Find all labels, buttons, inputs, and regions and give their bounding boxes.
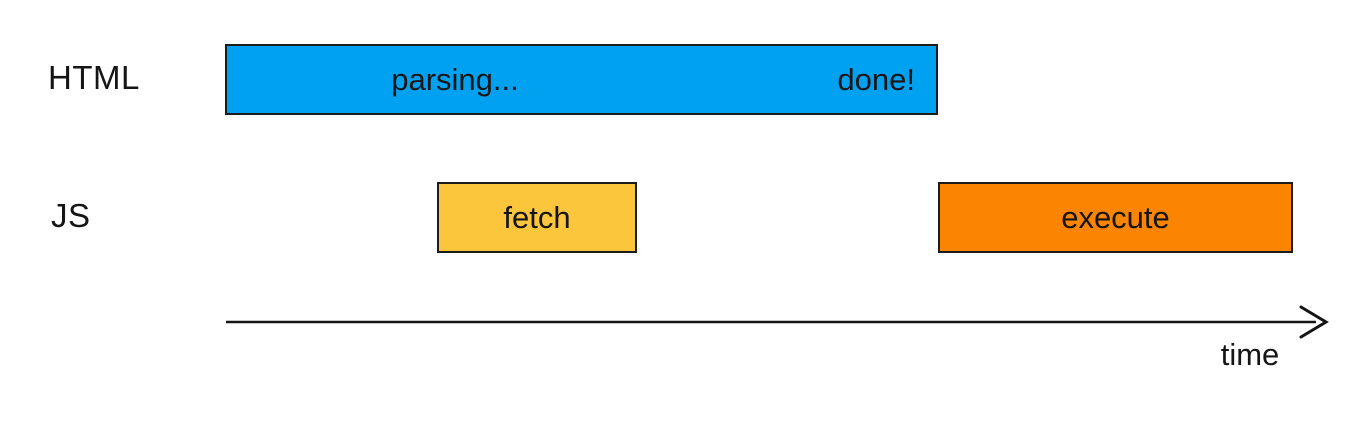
done-label: done! — [837, 61, 915, 97]
html-parsing-bar: parsing... done! — [225, 44, 938, 115]
js-execute-bar: execute — [938, 182, 1293, 253]
js-fetch-bar: fetch — [437, 182, 637, 253]
row-label-js: JS — [51, 197, 91, 234]
row-label-html: HTML — [48, 59, 140, 96]
fetch-label: fetch — [503, 199, 571, 235]
execute-label: execute — [1061, 199, 1170, 235]
parsing-label: parsing... — [391, 61, 519, 97]
time-axis-label: time — [1220, 337, 1280, 372]
time-axis-arrowhead-icon — [1299, 305, 1329, 339]
